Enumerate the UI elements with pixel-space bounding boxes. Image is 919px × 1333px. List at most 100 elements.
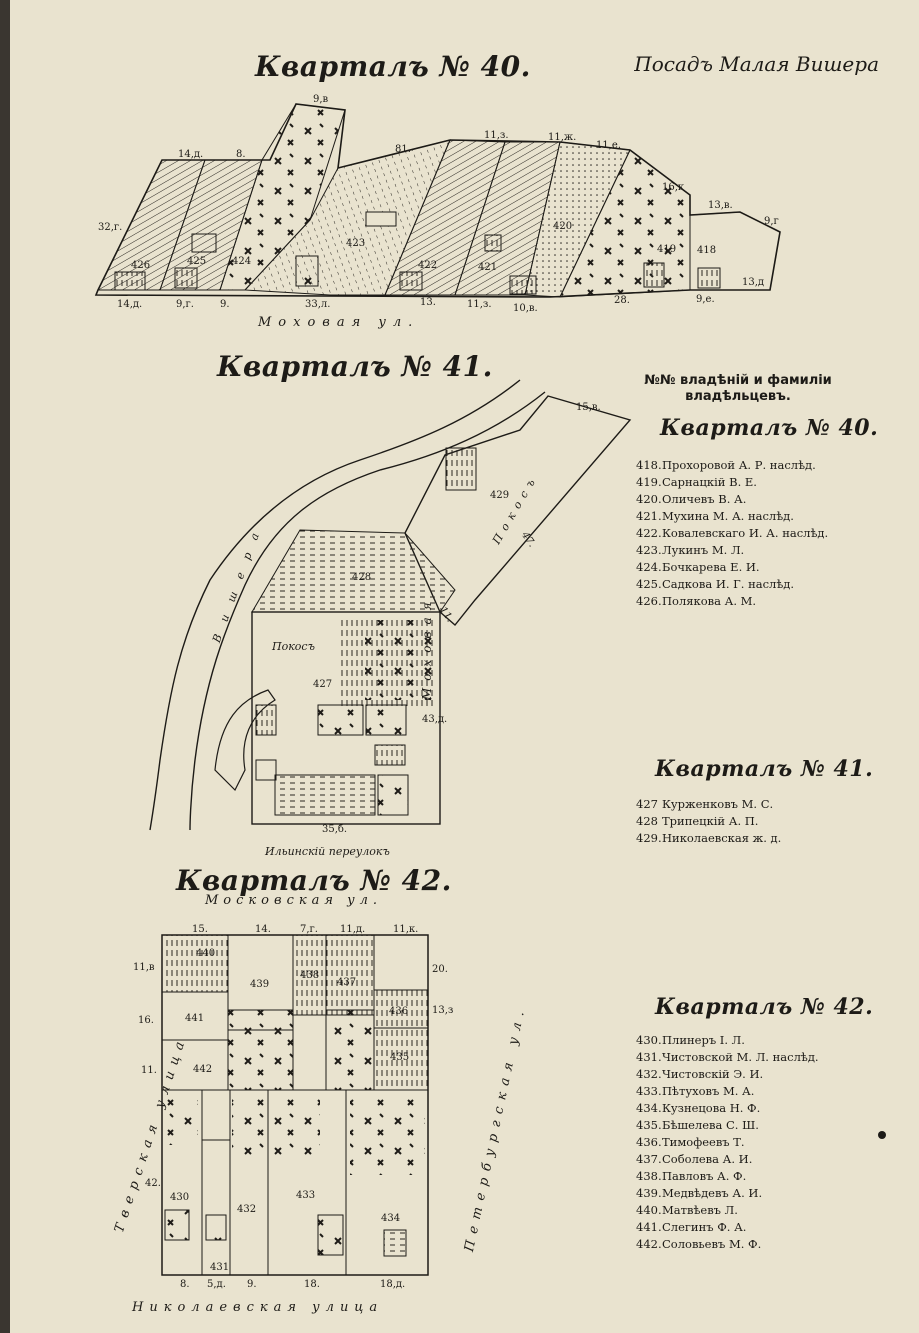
owner-row: 421.Мухина М. А. наслѣд. bbox=[636, 509, 794, 523]
edge-label: 8. bbox=[236, 149, 246, 160]
edge-label: 35,б. bbox=[322, 824, 347, 835]
plot-label: 432 bbox=[237, 1204, 256, 1215]
block-42-title: Кварталъ № 42. bbox=[176, 864, 452, 897]
owner-row: 436.Тимофеевъ Т. bbox=[636, 1135, 745, 1149]
edge-label: 42. bbox=[145, 1178, 161, 1189]
edge-label: 43,д. bbox=[422, 714, 447, 725]
edge-label: 11,в bbox=[133, 962, 155, 973]
owner-row: 418.Прохоровой А. Р. наслѣд. bbox=[636, 458, 816, 472]
owner-row: 437.Соболева А. И. bbox=[636, 1152, 753, 1166]
edge-label: 13. bbox=[420, 297, 436, 308]
plot-label: 426 bbox=[131, 260, 150, 271]
edge-label: 11,к. bbox=[393, 924, 418, 935]
owner-row: 434.Кузнецова Н. Ф. bbox=[636, 1101, 761, 1115]
edge-label: 5,д. bbox=[207, 1279, 226, 1290]
edge-label: 9,г. bbox=[176, 299, 194, 310]
edge-label: 11,з. bbox=[467, 299, 492, 310]
plot-label: 431 bbox=[210, 1262, 229, 1273]
block-41-map: 429 428 427 15,в. 43,д. 35,б. bbox=[149, 379, 632, 835]
plot-label: 418 bbox=[697, 245, 716, 256]
edge-label: 28. bbox=[614, 295, 630, 306]
edge-label: 10,в. bbox=[513, 303, 538, 314]
edge-label: 7,г. bbox=[300, 924, 318, 935]
block-40-title: Кварталъ № 40. bbox=[255, 50, 531, 83]
edge-label: 11,з. bbox=[484, 130, 509, 141]
edge-label: 81. bbox=[395, 144, 411, 155]
owner-row: 439.Медвѣдевъ А. И. bbox=[636, 1186, 763, 1200]
street-mokhovaya-41: Моховая bbox=[420, 595, 434, 700]
plot-label: 421 bbox=[478, 262, 497, 273]
plot-label: 435 bbox=[390, 1052, 409, 1063]
legend-heading: №№ владѣній и фамиліи владѣльцевъ. bbox=[644, 373, 832, 404]
owner-row: 423.Лукинъ М. Л. bbox=[636, 543, 745, 557]
edge-label: 11. bbox=[141, 1065, 157, 1076]
edge-label: 15,в. bbox=[576, 402, 601, 413]
plot-label: 441 bbox=[185, 1013, 204, 1024]
owner-row: 419.Сарнацкій В. Е. bbox=[636, 475, 757, 489]
owner-row: 429.Николаевская ж. д. bbox=[636, 831, 782, 845]
owner-row: 440.Матвѣевъ Л. bbox=[636, 1203, 738, 1217]
owner-row: 424.Бочкарева Е. И. bbox=[636, 560, 760, 574]
owner-row: 422.Ковалевскаго И. А. наслѣд. bbox=[636, 526, 829, 540]
plot-label: 422 bbox=[418, 260, 437, 271]
edge-label: 14,д. bbox=[178, 149, 203, 160]
legend-section-40-title: Кварталъ № 40. bbox=[660, 415, 879, 441]
edge-label: 13,з bbox=[432, 1005, 453, 1016]
owners-list-40: 418.Прохоровой А. Р. наслѣд. 419.Сарнацк… bbox=[636, 457, 828, 610]
owners-list-42: 430.Плинеръ І. Л. 431.Чистовской М. Л. н… bbox=[636, 1032, 819, 1253]
owner-row: 420.Оличевъ В. А. bbox=[636, 492, 747, 506]
street-moskovskaya: Московская ул. bbox=[205, 893, 383, 908]
edge-label: 16,к bbox=[662, 182, 685, 193]
edge-label: 32,г. bbox=[98, 222, 122, 233]
plot-label: 425 bbox=[187, 256, 206, 267]
owner-row: 435.Бѣшелева С. Ш. bbox=[636, 1118, 759, 1132]
plot-label: 437 bbox=[337, 977, 356, 988]
edge-label: 9,г bbox=[764, 216, 779, 227]
edge-label: 11,ж. bbox=[548, 132, 576, 143]
block-40-map: 426 425 424 423 422 421 420 419 418 32,г… bbox=[94, 94, 781, 314]
plot-label: 429 bbox=[490, 490, 509, 501]
plot-label: 428 bbox=[352, 572, 371, 583]
street-ilyinsky: Ильинскій переулокъ bbox=[265, 845, 390, 858]
edge-label: 33,л. bbox=[305, 299, 330, 310]
plot-label: 433 bbox=[296, 1190, 315, 1201]
plot-label: 442 bbox=[193, 1064, 212, 1075]
locality-title: Посадъ Малая Вишера bbox=[634, 52, 879, 76]
street-mokhovaya-40: Моховая ул. bbox=[258, 315, 420, 330]
edge-label: 18. bbox=[304, 1279, 320, 1290]
edge-label: 13,в. bbox=[708, 200, 733, 211]
plot-label: 438 bbox=[300, 970, 319, 981]
edge-label: 16. bbox=[138, 1015, 154, 1026]
street-nikolaevskaya: Николаевская улица bbox=[132, 1300, 384, 1315]
pokos-lower-label: Покосъ bbox=[272, 640, 315, 653]
edge-label: 9. bbox=[247, 1279, 257, 1290]
plot-label: 423 bbox=[346, 238, 365, 249]
plot-label: 420 bbox=[553, 221, 572, 232]
edge-label: 9,е. bbox=[696, 294, 715, 305]
edge-label: 8. bbox=[180, 1279, 190, 1290]
owner-row: 432.Чистовскій Э. И. bbox=[636, 1067, 764, 1081]
plot-label: 424 bbox=[232, 256, 251, 267]
owner-row: 426.Полякова А. М. bbox=[636, 594, 757, 608]
edge-label: 9. bbox=[220, 299, 230, 310]
block-41-title: Кварталъ № 41. bbox=[217, 350, 493, 383]
page-binding-edge bbox=[0, 0, 10, 1333]
ink-dot bbox=[878, 1131, 886, 1139]
edge-label: 11,д. bbox=[340, 924, 365, 935]
edge-label: 9,в bbox=[313, 94, 329, 105]
plot-label: 436 bbox=[389, 1006, 408, 1017]
edge-label: 11,е. bbox=[596, 140, 621, 151]
edge-label: 14. bbox=[255, 924, 271, 935]
legend-section-41-title: Кварталъ № 41. bbox=[655, 756, 874, 782]
river-bank-left bbox=[149, 379, 521, 831]
plot-label: 430 bbox=[170, 1192, 189, 1203]
edge-label: 14,д. bbox=[117, 299, 142, 310]
edge-label: 18,д. bbox=[380, 1279, 405, 1290]
owner-row: 431.Чистовской М. Л. наслѣд. bbox=[636, 1050, 819, 1064]
plot-label: 427 bbox=[313, 679, 332, 690]
owner-row: 441.Слегинъ Ф. А. bbox=[636, 1220, 747, 1234]
